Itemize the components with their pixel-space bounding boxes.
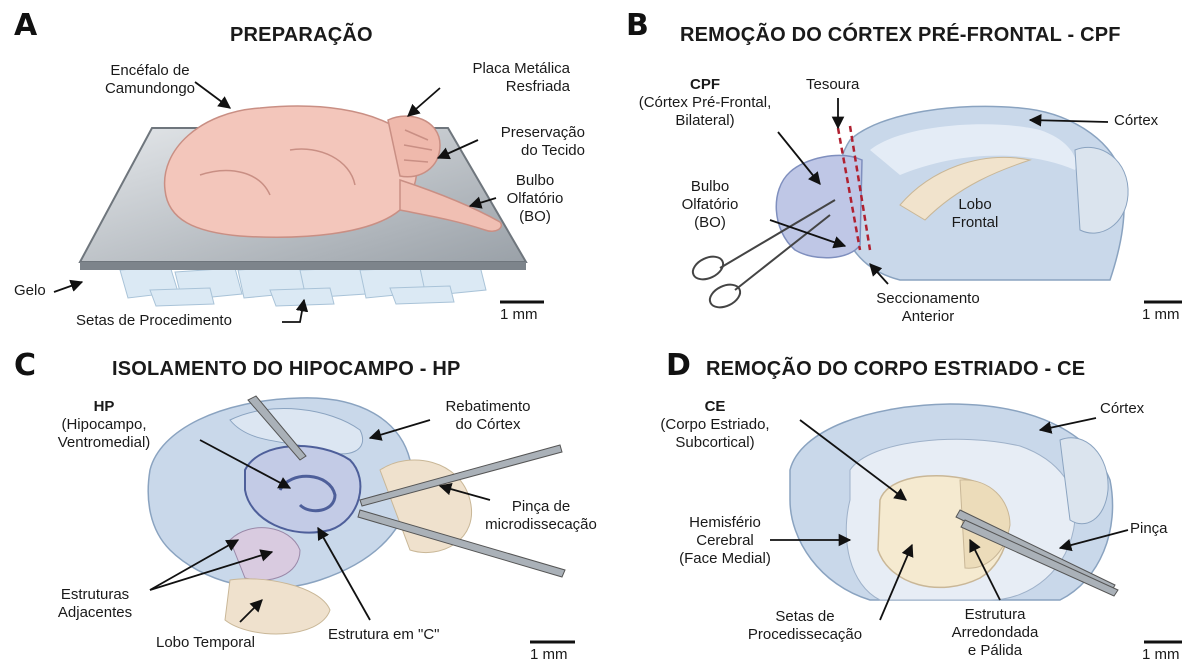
scale-bar-c: 1 mm <box>530 646 568 663</box>
panel-a-letter: A <box>14 8 37 43</box>
panel-c-letter: C <box>14 348 36 383</box>
scale-bar-a: 1 mm <box>500 306 538 323</box>
label-c-structure: Estrutura em "C" <box>328 626 440 644</box>
panel-d-letter: D <box>666 348 691 383</box>
scale-bar-b: 1 mm <box>1142 306 1180 323</box>
label-cortex-b: Córtex <box>1114 112 1158 130</box>
label-cortex-d: Córtex <box>1100 400 1144 418</box>
panel-c-title: ISOLAMENTO DO HIPOCAMPO - HP <box>112 358 461 381</box>
label-cpf: CPF(Córtex Pré-Frontal,Bilateral) <box>620 76 790 130</box>
panel-d-title: REMOÇÃO DO CORPO ESTRIADO - CE <box>706 358 1085 381</box>
label-ice: Gelo <box>14 282 46 300</box>
label-forceps-d: Pinça <box>1130 520 1168 538</box>
ice-cubes <box>120 266 486 306</box>
panel-b-letter: B <box>626 8 649 43</box>
panel-b-title: REMOÇÃO DO CÓRTEX PRÉ-FRONTAL - CPF <box>680 24 1121 47</box>
label-temporal-lobe: Lobo Temporal <box>156 634 255 652</box>
scale-bar-d: 1 mm <box>1142 646 1180 663</box>
label-ce: CE(Corpo Estriado,Subcortical) <box>640 398 790 452</box>
panel-a-title: PREPARAÇÃO <box>230 24 373 47</box>
panel-b-art <box>689 98 1182 312</box>
prefrontal-region <box>776 156 862 258</box>
label-hp: HP(Hipocampo,Ventromedial) <box>34 398 174 452</box>
arrow-ice <box>54 282 82 292</box>
label-scissors: Tesoura <box>806 76 859 94</box>
label-procedure-arrows: Setas de Procedimento <box>76 312 232 330</box>
panel-a-art <box>54 82 544 322</box>
